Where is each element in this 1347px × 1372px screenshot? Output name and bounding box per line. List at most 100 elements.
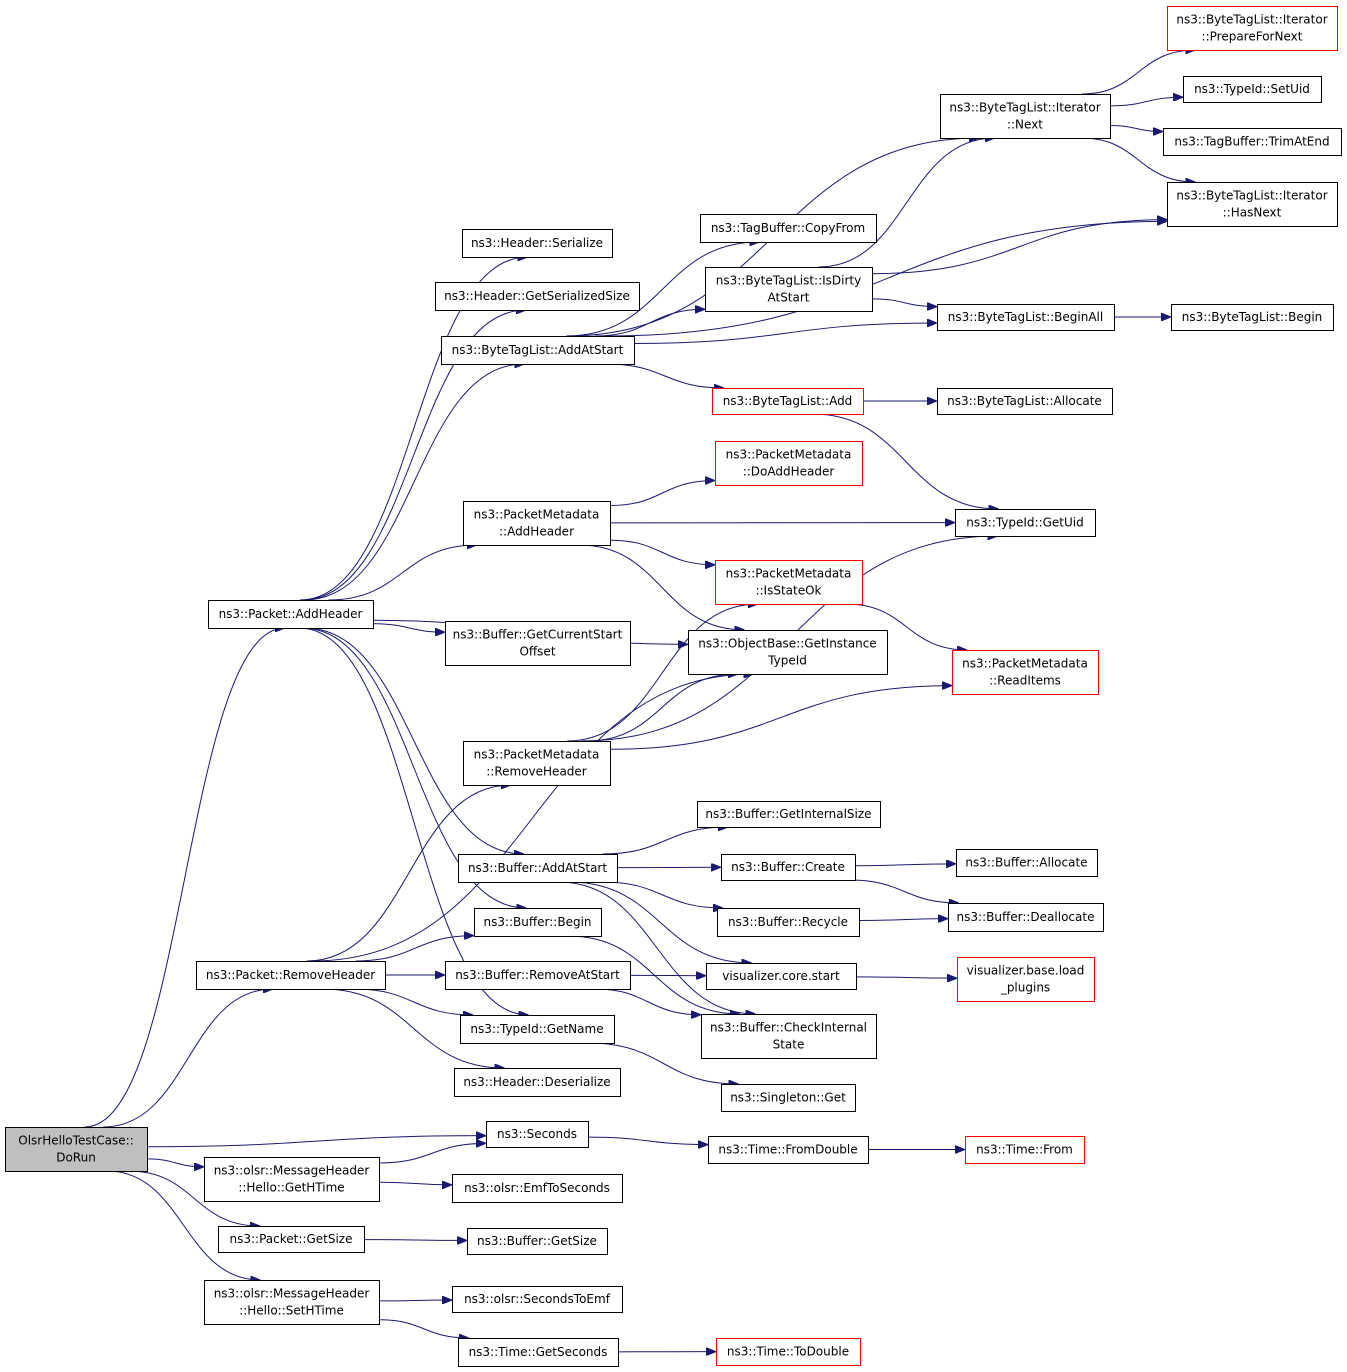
node-btl_it_next[interactable]: ns3::ByteTagList::Iterator::Next bbox=[940, 94, 1111, 139]
node-box[interactable] bbox=[1183, 76, 1322, 103]
node-hdr_getserializedsize[interactable]: ns3::Header::GetSerializedSize bbox=[435, 282, 640, 311]
node-btl_add[interactable]: ns3::ByteTagList::Add bbox=[712, 388, 864, 415]
node-pm_readitems[interactable]: ns3::PacketMetadata::ReadItems bbox=[952, 650, 1099, 695]
node-box[interactable] bbox=[717, 908, 860, 937]
node-time_getseconds[interactable]: ns3::Time::GetSeconds bbox=[458, 1338, 619, 1367]
node-time_fromdouble[interactable]: ns3::Time::FromDouble bbox=[708, 1136, 869, 1164]
node-box[interactable] bbox=[445, 621, 631, 666]
node-btl_beginall[interactable]: ns3::ByteTagList::BeginAll bbox=[937, 304, 1115, 331]
node-btl_addatstart[interactable]: ns3::ByteTagList::AddAtStart bbox=[441, 336, 635, 365]
node-viz_base_loadplugins[interactable]: visualizer.base.load_plugins bbox=[957, 957, 1095, 1002]
node-pm_addheader[interactable]: ns3::PacketMetadata::AddHeader bbox=[463, 501, 611, 546]
node-buf_deallocate[interactable]: ns3::Buffer::Deallocate bbox=[948, 903, 1104, 932]
node-box[interactable] bbox=[441, 336, 635, 365]
node-emftoseconds[interactable]: ns3::olsr::EmfToSeconds bbox=[452, 1174, 623, 1203]
node-viz_core_start[interactable]: visualizer.core.start bbox=[706, 963, 857, 990]
node-box[interactable] bbox=[940, 94, 1111, 139]
node-box[interactable] bbox=[204, 1157, 380, 1202]
node-box[interactable] bbox=[706, 963, 857, 990]
node-box[interactable] bbox=[956, 849, 1098, 877]
node-box[interactable] bbox=[715, 441, 863, 486]
node-buf_getinternalsize[interactable]: ns3::Buffer::GetInternalSize bbox=[697, 801, 881, 828]
node-box[interactable] bbox=[460, 1015, 615, 1044]
node-buf_removeatstart[interactable]: ns3::Buffer::RemoveAtStart bbox=[445, 961, 631, 990]
node-box[interactable] bbox=[458, 1338, 619, 1367]
node-tagbuf_trimatend[interactable]: ns3::TagBuffer::TrimAtEnd bbox=[1163, 128, 1342, 156]
node-box[interactable] bbox=[955, 509, 1096, 537]
node-pm_doaddheader[interactable]: ns3::PacketMetadata::DoAddHeader bbox=[715, 441, 863, 486]
node-time_todouble[interactable]: ns3::Time::ToDouble bbox=[716, 1338, 861, 1366]
node-box[interactable] bbox=[1163, 128, 1342, 156]
node-hdr_deserialize[interactable]: ns3::Header::Deserialize bbox=[454, 1068, 621, 1097]
node-box[interactable] bbox=[705, 267, 873, 312]
node-tagbuf_copyfrom[interactable]: ns3::TagBuffer::CopyFrom bbox=[700, 214, 877, 243]
node-buf_begin[interactable]: ns3::Buffer::Begin bbox=[474, 908, 602, 937]
node-box[interactable] bbox=[445, 961, 631, 990]
node-pkt_removeheader[interactable]: ns3::Packet::RemoveHeader bbox=[196, 961, 386, 990]
node-seconds[interactable]: ns3::Seconds bbox=[486, 1121, 589, 1148]
node-box[interactable] bbox=[937, 304, 1115, 331]
node-box[interactable] bbox=[952, 650, 1099, 695]
node-box[interactable] bbox=[708, 1136, 869, 1164]
node-box[interactable] bbox=[716, 1338, 861, 1366]
node-box[interactable] bbox=[700, 214, 877, 243]
node-box[interactable] bbox=[452, 1286, 623, 1313]
node-box[interactable] bbox=[204, 1280, 380, 1325]
node-time_from[interactable]: ns3::Time::From bbox=[965, 1136, 1085, 1164]
node-box[interactable] bbox=[463, 501, 611, 546]
node-pm_isstateok[interactable]: ns3::PacketMetadata::IsStateOk bbox=[715, 560, 863, 605]
node-typeid_getname[interactable]: ns3::TypeId::GetName bbox=[460, 1015, 615, 1044]
node-box[interactable] bbox=[454, 1068, 621, 1097]
node-box[interactable] bbox=[1167, 182, 1338, 227]
node-typeid_getuid[interactable]: ns3::TypeId::GetUid bbox=[955, 509, 1096, 537]
node-box[interactable] bbox=[1171, 304, 1334, 331]
node-box[interactable] bbox=[1167, 6, 1338, 51]
node-buf_allocate[interactable]: ns3::Buffer::Allocate bbox=[956, 849, 1098, 877]
node-box[interactable] bbox=[697, 801, 881, 828]
node-btl_allocate[interactable]: ns3::ByteTagList::Allocate bbox=[937, 388, 1113, 415]
node-root[interactable]: OlsrHelloTestCase::DoRun bbox=[5, 1127, 148, 1172]
node-buf_create[interactable]: ns3::Buffer::Create bbox=[721, 854, 856, 881]
node-box[interactable] bbox=[715, 560, 863, 605]
node-btl_it_hasnext[interactable]: ns3::ByteTagList::Iterator::HasNext bbox=[1167, 182, 1338, 227]
node-box[interactable] bbox=[721, 1084, 856, 1112]
node-box[interactable] bbox=[721, 854, 856, 881]
node-singleton_get[interactable]: ns3::Singleton::Get bbox=[721, 1084, 856, 1112]
node-box[interactable] bbox=[957, 957, 1095, 1002]
node-box[interactable] bbox=[5, 1127, 148, 1172]
node-box[interactable] bbox=[937, 388, 1113, 415]
node-typeid_setuid[interactable]: ns3::TypeId::SetUid bbox=[1183, 76, 1322, 103]
node-btl_it_preparefornext[interactable]: ns3::ByteTagList::Iterator::PrepareForNe… bbox=[1167, 6, 1338, 51]
node-buf_addatstart[interactable]: ns3::Buffer::AddAtStart bbox=[458, 854, 618, 883]
node-box[interactable] bbox=[701, 1014, 877, 1059]
node-pkt_addheader[interactable]: ns3::Packet::AddHeader bbox=[208, 600, 374, 629]
node-gethtime[interactable]: ns3::olsr::MessageHeader::Hello::GetHTim… bbox=[204, 1157, 380, 1202]
node-box[interactable] bbox=[452, 1174, 623, 1203]
node-buf_getsize[interactable]: ns3::Buffer::GetSize bbox=[467, 1228, 608, 1255]
node-box[interactable] bbox=[462, 229, 613, 258]
node-box[interactable] bbox=[463, 741, 611, 786]
node-box[interactable] bbox=[196, 961, 386, 990]
node-box[interactable] bbox=[458, 854, 618, 883]
node-box[interactable] bbox=[712, 388, 864, 415]
node-box[interactable] bbox=[435, 282, 640, 311]
node-box[interactable] bbox=[965, 1136, 1085, 1164]
node-box[interactable] bbox=[474, 908, 602, 937]
node-box[interactable] bbox=[218, 1226, 365, 1253]
node-box[interactable] bbox=[467, 1228, 608, 1255]
node-pkt_getsize[interactable]: ns3::Packet::GetSize bbox=[218, 1226, 365, 1253]
node-sethtime[interactable]: ns3::olsr::MessageHeader::Hello::SetHTim… bbox=[204, 1280, 380, 1325]
node-box[interactable] bbox=[948, 903, 1104, 932]
node-pm_removeheader[interactable]: ns3::PacketMetadata::RemoveHeader bbox=[463, 741, 611, 786]
node-btl_begin[interactable]: ns3::ByteTagList::Begin bbox=[1171, 304, 1334, 331]
node-buf_recycle[interactable]: ns3::Buffer::Recycle bbox=[717, 908, 860, 937]
node-hdr_serialize[interactable]: ns3::Header::Serialize bbox=[462, 229, 613, 258]
node-box[interactable] bbox=[688, 630, 888, 675]
node-box[interactable] bbox=[486, 1121, 589, 1148]
node-box[interactable] bbox=[208, 600, 374, 629]
node-secondstoemf[interactable]: ns3::olsr::SecondsToEmf bbox=[452, 1286, 623, 1313]
